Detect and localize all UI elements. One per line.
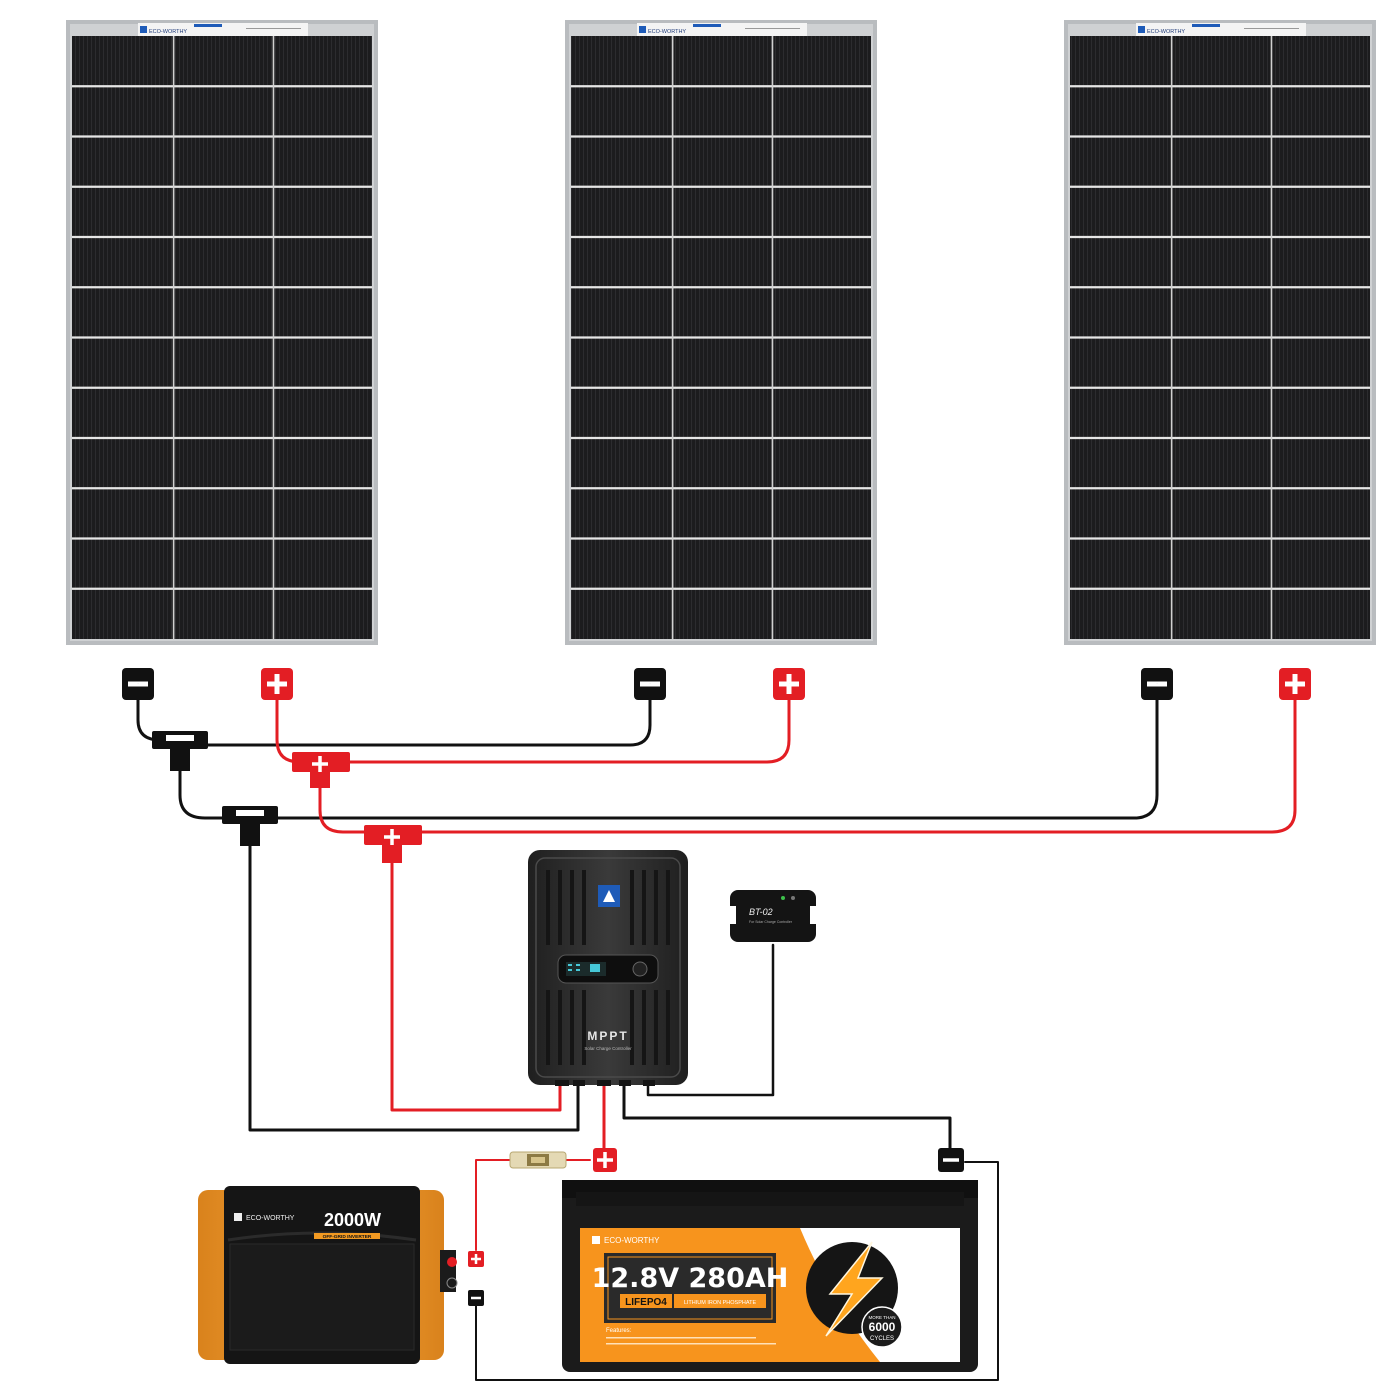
lightning-bolt-icon xyxy=(825,1241,884,1337)
svg-text:ECO-WORTHY: ECO-WORTHY xyxy=(648,29,686,35)
neg-wire-panel2 xyxy=(198,698,652,747)
mc4-connector-icon: − xyxy=(634,668,666,700)
battery-brand: ECO-WORTHY xyxy=(592,1236,660,1245)
bt-wire xyxy=(646,943,775,1097)
svg-text:+: + xyxy=(789,683,790,685)
lifepo4-battery: ECO-WORTHY 12.8V 280AH LIFEPO4 LITHIUM I… xyxy=(562,1148,978,1372)
svg-text:−: − xyxy=(138,683,139,685)
svg-text:MORE THAN: MORE THAN xyxy=(869,1315,896,1320)
inverter-brand: ECO-WORTHY xyxy=(234,1213,295,1222)
controller-sublabel: Solar Charge Controller xyxy=(584,1046,632,1051)
neg-wire-panel3 xyxy=(273,698,1159,820)
mc4-connector-icon: − xyxy=(122,668,154,700)
inverter: ECO-WORTHY 2000W OFF-GRID INVERTER xyxy=(198,1186,484,1364)
bt-model: BT-02 xyxy=(749,907,773,917)
neg-wire-battery-inverter xyxy=(475,1161,999,1381)
neg-wire-branch-link xyxy=(178,768,232,820)
battery-features: Features: xyxy=(606,1328,632,1334)
branch-connectors xyxy=(152,731,422,863)
wiring xyxy=(136,698,1297,1381)
mc4-connector-icon: − xyxy=(1141,668,1173,700)
branch-connector-icon xyxy=(292,752,350,788)
mc4-connector-icon: + xyxy=(261,668,293,700)
mppt-controller: MPPT Solar Charge Controller xyxy=(528,850,688,1086)
panel-label-sticker: ECO-WORTHY xyxy=(138,23,308,36)
panel-label-sticker: ECO-WORTHY xyxy=(1136,23,1306,36)
inverter-positive-terminal-icon xyxy=(468,1251,484,1267)
brand-logo-icon xyxy=(598,885,620,907)
pos-wire-panel2 xyxy=(343,698,791,764)
battery-chem-desc: LITHIUM IRON PHOSPHATE xyxy=(684,1300,757,1306)
inverter-power: 2000W xyxy=(324,1210,381,1230)
branch-connector-icon xyxy=(222,806,278,846)
pos-wire-fuse-inverter xyxy=(475,1159,511,1251)
cycles-badge: MORE THAN 6000 CYCLES xyxy=(861,1306,903,1348)
solar-panel-icon: ECO-WORTHY xyxy=(565,20,877,645)
inverter-negative-terminal-icon xyxy=(468,1290,484,1306)
svg-text:ECO-WORTHY: ECO-WORTHY xyxy=(246,1215,295,1222)
neg-wire-to-controller xyxy=(248,843,580,1132)
mc4-connector-icon: + xyxy=(773,668,805,700)
bluetooth-module-icon: BT-02 For Solar Charge Controller xyxy=(730,890,816,942)
inverter-model: OFF-GRID INVERTER xyxy=(323,1234,372,1240)
branch-connector-icon xyxy=(364,825,422,863)
pos-wire-to-controller xyxy=(390,858,562,1112)
pos-wire-panel3 xyxy=(413,698,1297,834)
solar-panels: ECO-WORTHY ECO-WORTHY ECO-WORTHY xyxy=(66,20,1376,645)
svg-text:−: − xyxy=(1157,683,1158,685)
neg-wire-controller-battery xyxy=(622,1081,952,1152)
pos-wire-branch-link xyxy=(318,783,372,834)
battery-positive-terminal-icon xyxy=(593,1148,617,1172)
solar-panel-icon: ECO-WORTHY xyxy=(66,20,378,645)
controller-label: MPPT xyxy=(587,1029,628,1043)
panel-connectors: − + − + − + xyxy=(122,668,1311,700)
svg-text:+: + xyxy=(277,683,278,685)
svg-text:ECO-WORTHY: ECO-WORTHY xyxy=(149,29,187,35)
svg-text:−: − xyxy=(650,683,651,685)
panel-label-sticker: ECO-WORTHY xyxy=(637,23,807,36)
solar-panel-icon: ECO-WORTHY xyxy=(1064,20,1376,645)
branch-connector-icon xyxy=(152,731,208,771)
svg-text:+: + xyxy=(1295,683,1296,685)
mc4-connector-icon: + xyxy=(1279,668,1311,700)
fuse-icon xyxy=(509,1151,567,1169)
svg-text:CYCLES: CYCLES xyxy=(870,1336,894,1342)
battery-negative-terminal-icon xyxy=(938,1148,964,1172)
battery-chem: LIFEPO4 xyxy=(625,1297,667,1308)
svg-text:ECO-WORTHY: ECO-WORTHY xyxy=(1147,29,1185,35)
svg-text:ECO-WORTHY: ECO-WORTHY xyxy=(604,1236,660,1245)
battery-spec: 12.8V 280AH xyxy=(592,1263,789,1294)
svg-text:6000: 6000 xyxy=(869,1320,896,1334)
bt-sublabel: For Solar Charge Controller xyxy=(749,920,793,924)
